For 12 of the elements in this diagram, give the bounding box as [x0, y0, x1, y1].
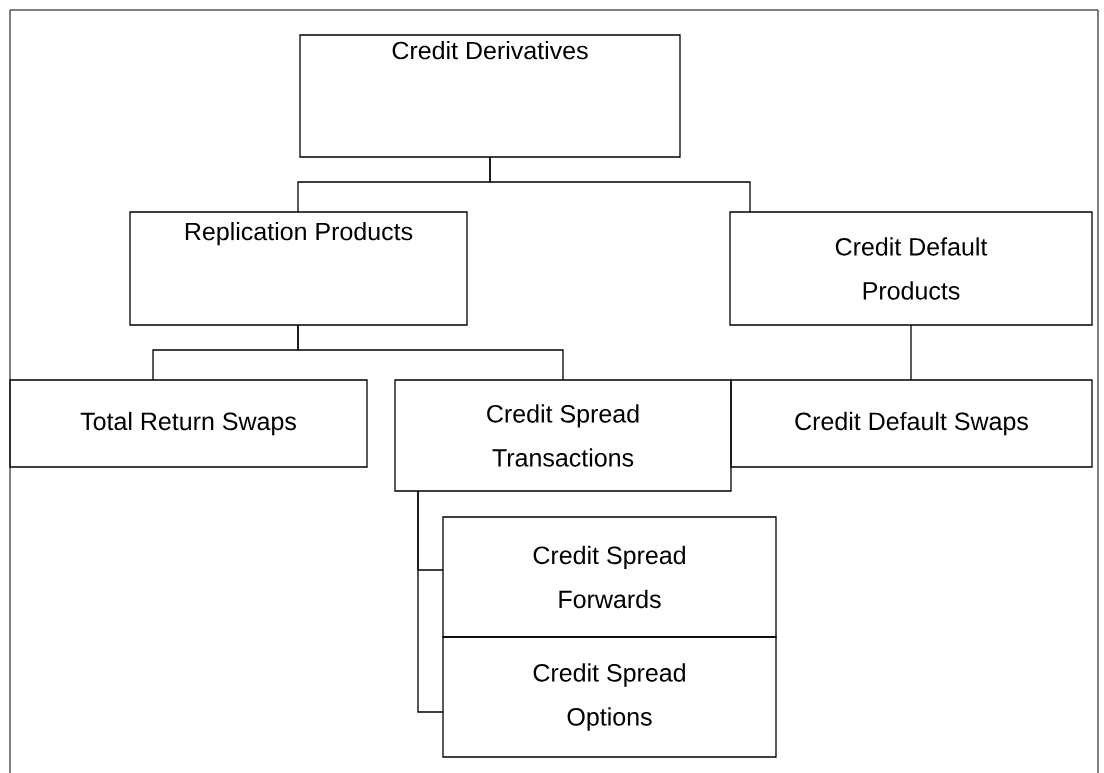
text-box: Credit Default Products — [729, 211, 1093, 326]
text-box: Credit Default Swaps — [730, 379, 1093, 468]
connector-line — [910, 324, 912, 381]
text-box: Credit Spread Forwards — [442, 516, 777, 638]
connector-line — [417, 490, 444, 713]
text-box: Total Return Swaps — [9, 379, 368, 468]
connector-line — [297, 324, 564, 381]
text-box: Credit Spread Transactions — [394, 379, 732, 492]
text-box: Credit Spread Options — [442, 636, 777, 758]
text-box: Credit Derivatives — [299, 34, 681, 158]
connector-line — [489, 156, 751, 213]
text-box: Replication Products — [129, 211, 468, 326]
